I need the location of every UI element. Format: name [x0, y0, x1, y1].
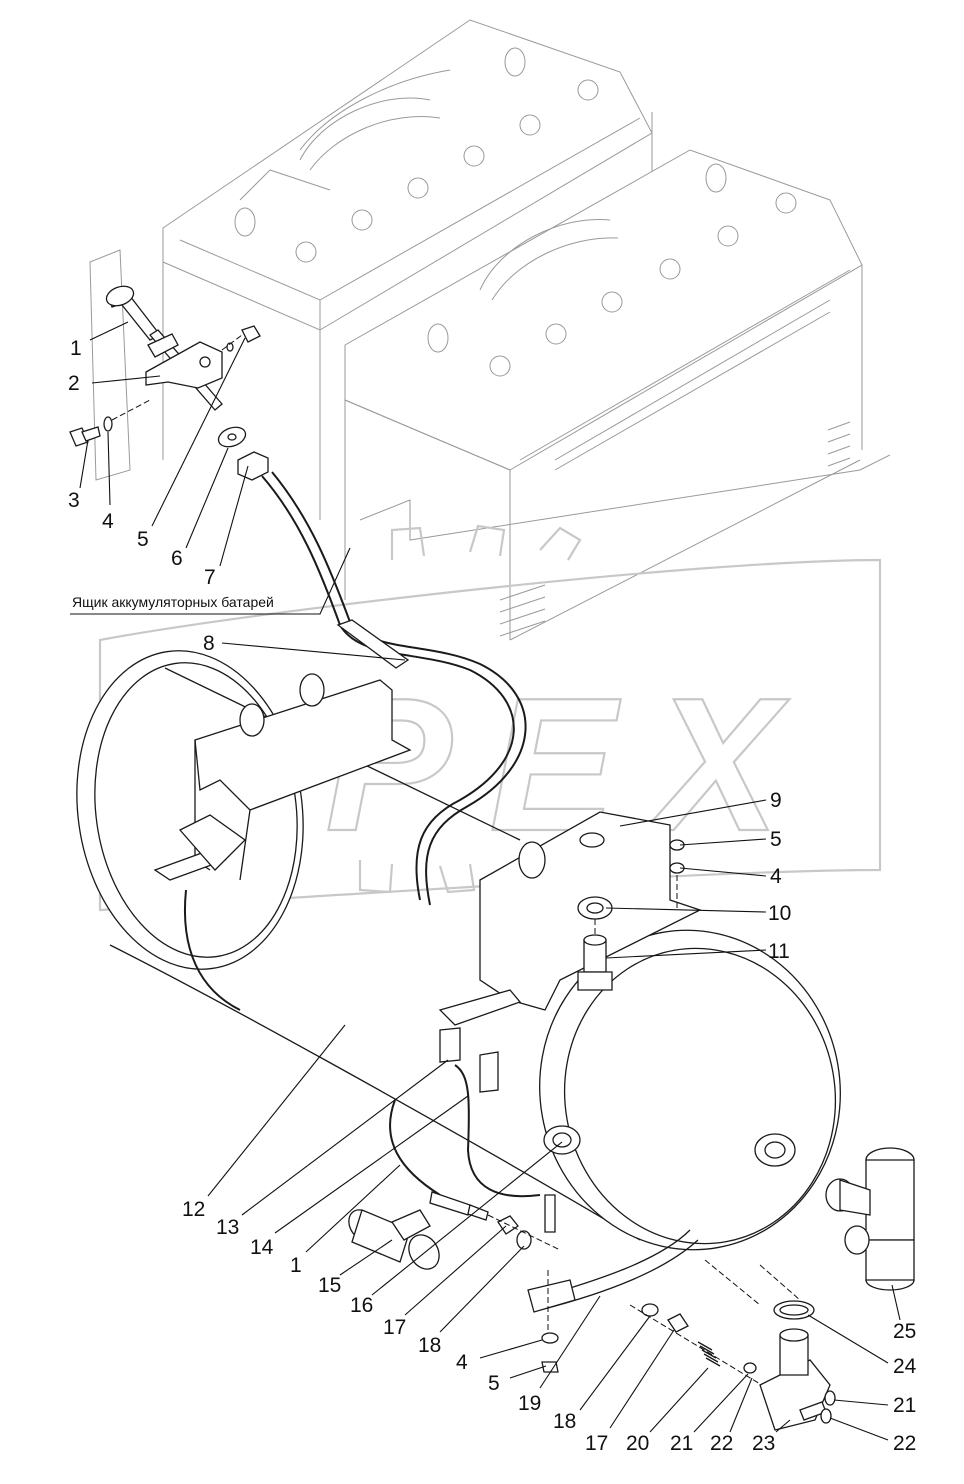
callout-receiver: 12 — [182, 1198, 205, 1221]
callout-right-22: 22 — [893, 1432, 916, 1455]
callout-spring: 20 — [626, 1432, 649, 1455]
hose-8 — [261, 471, 527, 906]
callout-bottom-18b: 18 — [553, 1410, 576, 1433]
callout-clamp: 13 — [216, 1216, 239, 1239]
callout-bottom-5: 5 — [488, 1372, 500, 1395]
callout-left-7: 7 — [204, 566, 216, 589]
callout-left-1: 1 — [70, 337, 82, 360]
callout-washer: 10 — [768, 902, 791, 925]
callout-right-4: 4 — [770, 865, 782, 888]
callout-pipe: 14 — [250, 1236, 274, 1259]
callout-left-3: 3 — [68, 489, 80, 512]
callout-bracket: 9 — [770, 789, 782, 812]
callout-bottom-1: 1 — [290, 1254, 302, 1277]
callout-left-5: 5 — [137, 528, 149, 551]
air-receiver-12 — [76, 650, 841, 1251]
callout-tee: 15 — [318, 1274, 341, 1297]
callout-bottom-17: 17 — [383, 1316, 406, 1339]
callout-bottom-4: 4 — [456, 1351, 468, 1374]
callout-fitting: 11 — [768, 940, 790, 963]
strap-19 — [527, 1229, 699, 1373]
callout-bottom-16: 16 — [350, 1294, 373, 1317]
callout-bottom-22: 22 — [710, 1432, 733, 1455]
callout-bottom-17b: 17 — [585, 1432, 608, 1455]
nuts-16-18 — [487, 1194, 561, 1251]
callout-left-6: 6 — [171, 547, 183, 570]
callout-right-21: 21 — [893, 1394, 916, 1417]
callout-left-4: 4 — [102, 510, 114, 533]
tee-15 — [348, 1191, 489, 1270]
battery-box — [89, 19, 891, 641]
callout-hose: 8 — [203, 632, 215, 655]
callout-strap: 19 — [518, 1392, 541, 1415]
left-valve-assembly — [69, 285, 269, 481]
callout-right-5: 5 — [770, 828, 782, 851]
callout-bottom-18: 18 — [418, 1334, 441, 1357]
clamp-13 — [184, 889, 541, 1198]
callout-bottom-21: 21 — [670, 1432, 693, 1455]
leader-lines — [79, 321, 901, 1441]
fitting-11 — [577, 839, 685, 991]
callout-tee-right: 25 — [893, 1320, 916, 1343]
tee-25 — [825, 1147, 915, 1291]
caption-text: Ящик аккумуляторных батарей — [72, 594, 274, 610]
callout-drain-valve: 23 — [752, 1432, 775, 1455]
drain-valve-23 — [629, 1259, 836, 1431]
callout-ring: 24 — [893, 1355, 917, 1378]
callout-left-2: 2 — [68, 372, 80, 395]
battery-box-caption: Ящик аккумуляторных батарей — [70, 547, 351, 615]
